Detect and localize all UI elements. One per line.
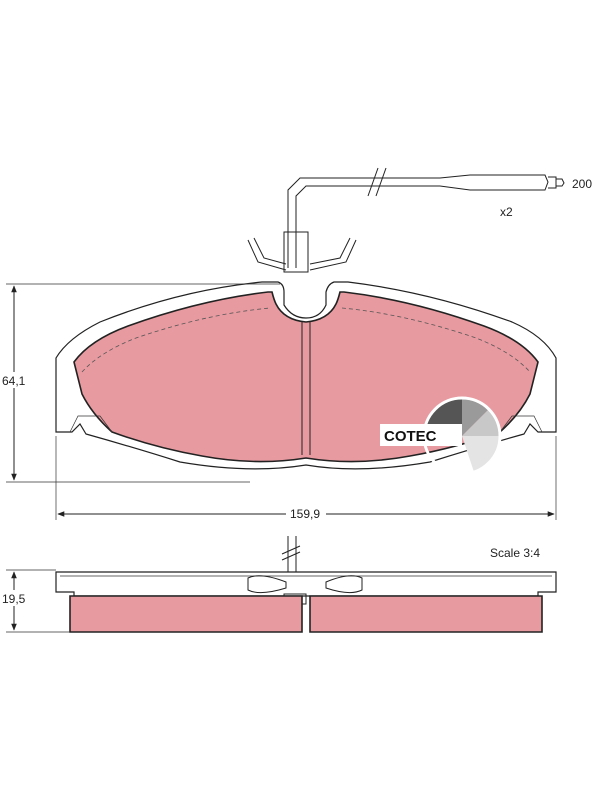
wear-sensor — [247, 167, 565, 273]
cotec-logo: COTEC — [380, 396, 502, 476]
sensor-quantity-label: x2 — [500, 205, 513, 219]
sensor-length-label: 200 — [572, 177, 592, 191]
friction-pad-front — [73, 291, 539, 463]
cotec-logo-text: COTEC — [384, 428, 437, 445]
pad-slot — [301, 322, 311, 455]
backing-plate-side — [55, 571, 557, 597]
width-label: 159,9 — [290, 507, 320, 521]
pad-inner-outline — [81, 307, 531, 373]
friction-pad-side-left — [69, 595, 303, 633]
thickness-label: 19,5 — [2, 592, 26, 606]
friction-pad-side-right — [309, 595, 543, 633]
height-label: 64,1 — [2, 374, 26, 388]
scale-label: Scale 3:4 — [490, 546, 540, 560]
side-view — [55, 536, 557, 633]
